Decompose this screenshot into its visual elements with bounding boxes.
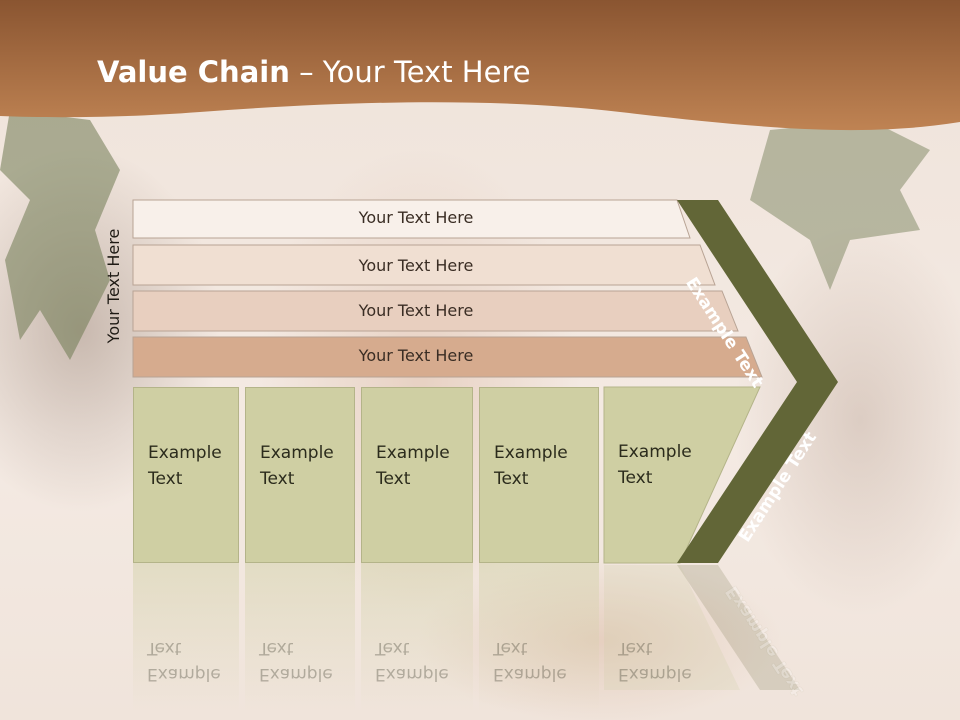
title-rest: – Your Text Here: [289, 55, 531, 89]
leaf-decoration-left: [0, 110, 120, 360]
column-5-reflection: [604, 565, 740, 690]
row-label-1: Your Text Here: [358, 208, 474, 227]
chevron-arrow: [677, 200, 838, 563]
row-bar-1: [132, 199, 691, 239]
row-label-3: Your Text Here: [358, 301, 474, 320]
row-bar-2: [132, 244, 716, 286]
row-bar-4: [132, 336, 763, 378]
leaf-decoration-right: [750, 120, 930, 290]
chevron-reflection: [677, 565, 800, 690]
row-bar-3: [132, 290, 739, 332]
title-bold: Value Chain: [97, 55, 290, 89]
slide-title: Value Chain – Your Text Here: [97, 55, 531, 89]
header-banner: [0, 0, 960, 131]
row-label-4: Your Text Here: [358, 346, 474, 365]
row-label-2: Your Text Here: [358, 256, 474, 275]
